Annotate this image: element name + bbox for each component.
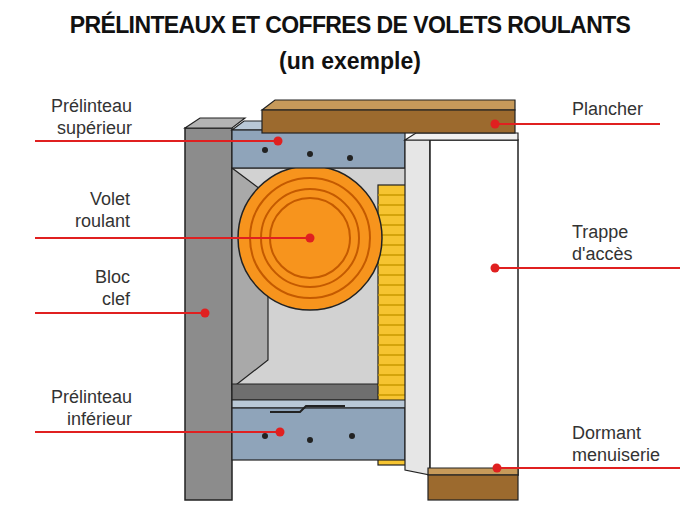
part-label: Trappe d'accès [572, 221, 656, 265]
leader-dots [201, 120, 502, 473]
prelinteau-dots [262, 433, 355, 443]
diagram-title: PRÉLINTEAUX ET COFFRES DE VOLETS ROULANT… [0, 12, 700, 39]
dormant-top [428, 468, 518, 475]
trappe-side [405, 140, 430, 475]
part-label: Prélinteau supérieur [20, 95, 132, 139]
dormant-menuiserie [428, 475, 518, 500]
prelinteau-superieur [232, 130, 405, 168]
part-label: Dormant menuiserie [572, 422, 687, 466]
subtitle: (un exemple) [0, 48, 700, 75]
part-label: Bloc clef [72, 266, 130, 310]
prelinteau-groove [270, 406, 345, 412]
prelinteau-dots [262, 147, 353, 161]
trappe-acces [430, 140, 518, 475]
part-label: Volet roulant [30, 188, 130, 232]
trappe-top [405, 133, 518, 140]
prelinteau-inferieur [232, 408, 405, 460]
part-label: Plancher [572, 98, 692, 120]
plancher [262, 110, 515, 133]
plancher-top [262, 100, 515, 110]
part-label: Prélinteau inférieur [20, 386, 132, 430]
